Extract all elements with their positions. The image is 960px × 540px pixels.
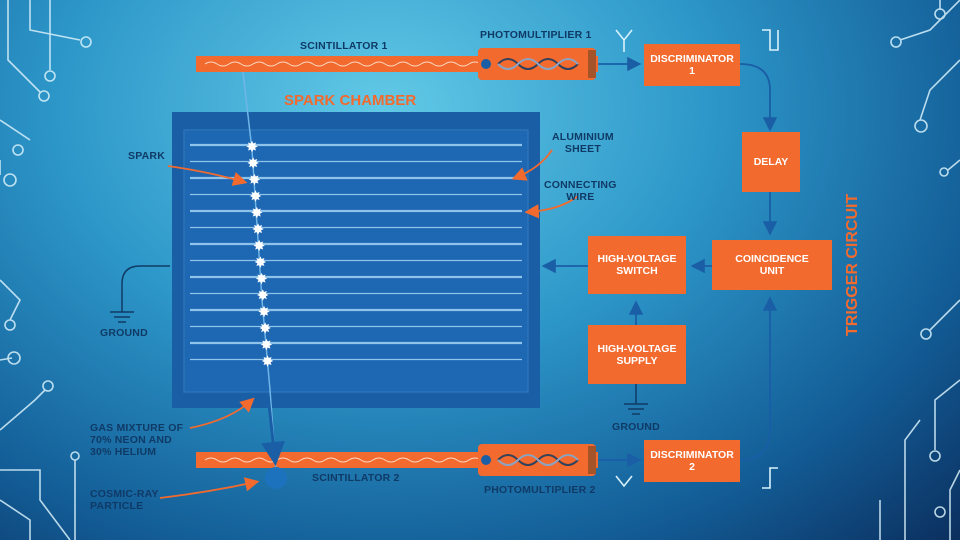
high-voltage-switch-box: HIGH-VOLTAGE SWITCH <box>588 236 686 294</box>
label-ground-left: GROUND <box>100 327 148 339</box>
label-scintillator-1: SCINTILLATOR 1 <box>300 40 388 52</box>
label-cosmic-ray-particle: COSMIC-RAY PARTICLE <box>90 488 159 512</box>
spark-icon: ✸ <box>255 270 268 288</box>
label-ground-right: GROUND <box>612 421 660 433</box>
ground-symbol-left <box>110 265 170 323</box>
spark-icon: ✸ <box>258 303 271 321</box>
label-photomultiplier-2: PHOTOMULTIPLIER 2 <box>484 484 596 496</box>
spark-icon: ✸ <box>251 204 264 222</box>
label-spark-chamber: SPARK CHAMBER <box>284 92 417 109</box>
circuit-decoration-left <box>0 0 92 540</box>
pulse-icon <box>762 29 779 51</box>
spark-icon: ✸ <box>252 221 265 239</box>
label-scintillator-2: SCINTILLATOR 2 <box>312 472 400 484</box>
coincidence-unit-box: COINCIDENCE UNIT <box>712 240 832 290</box>
label-aluminium-sheet: ALUMINIUM SHEET <box>552 131 614 155</box>
discriminator-1-box: DISCRIMINATOR 1 <box>644 44 740 86</box>
spark-icon: ✸ <box>246 138 259 156</box>
label-connecting-wire: CONNECTING WIRE <box>544 179 617 203</box>
pulse-icon <box>762 467 778 489</box>
spark-icon: ✸ <box>253 237 266 255</box>
label-gas-mixture: GAS MIXTURE OF 70% NEON AND 30% HELIUM <box>90 422 184 458</box>
high-voltage-supply-box: HIGH-VOLTAGE SUPPLY <box>588 325 686 384</box>
delay-box: DELAY <box>742 132 800 192</box>
cosmic-ray-particle <box>265 467 287 489</box>
pulse-icon <box>615 29 633 52</box>
pulse-icon <box>615 475 633 488</box>
spark-icon: ✸ <box>249 188 262 206</box>
pmt-2-cathode <box>481 455 491 465</box>
spark-icon: ✸ <box>254 254 267 272</box>
ground-symbol-right <box>624 384 648 415</box>
label-spark: SPARK <box>128 150 165 162</box>
circuit-decoration-right <box>879 0 960 540</box>
chamber-plates <box>190 143 522 361</box>
spark-icon: ✸ <box>247 155 260 173</box>
label-photomultiplier-1: PHOTOMULTIPLIER 1 <box>480 29 592 41</box>
spark-icon: ✸ <box>259 320 272 338</box>
particle-track <box>242 71 277 473</box>
spark-icon: ✸ <box>261 353 274 371</box>
spark-icon: ✸ <box>260 336 273 354</box>
discriminator-2-box: DISCRIMINATOR 2 <box>644 440 740 482</box>
pmt-1-cathode <box>481 59 491 69</box>
spark-markers: ✸✸✸✸✸✸✸✸✸✸✸✸✸✸ <box>246 138 274 371</box>
spark-icon: ✸ <box>257 287 270 305</box>
label-trigger-circuit: TRIGGER CIRCUIT <box>844 193 861 336</box>
spark-icon: ✸ <box>248 171 261 189</box>
